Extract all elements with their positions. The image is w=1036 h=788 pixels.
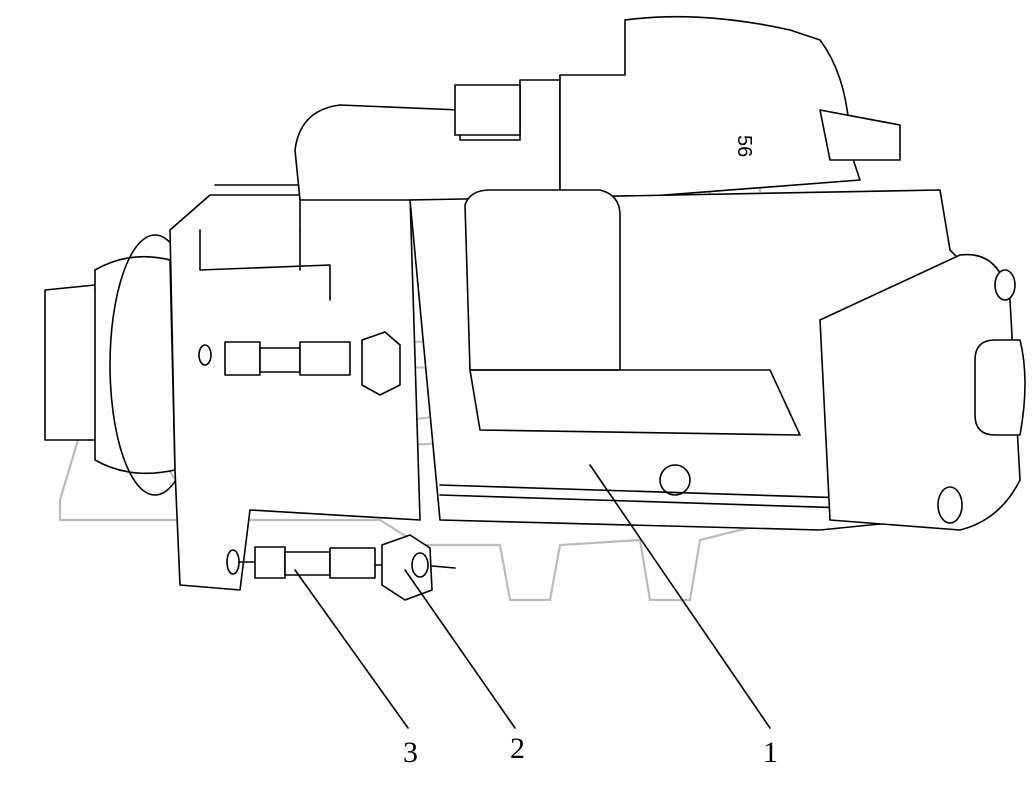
stud-upper xyxy=(198,331,401,396)
stud xyxy=(226,546,391,579)
housing-marking: 56 xyxy=(733,135,755,157)
nut xyxy=(381,534,456,601)
starter-motor: 56 xyxy=(44,15,1026,591)
callout-2: 2 xyxy=(510,732,525,765)
callout-3: 3 xyxy=(403,736,418,769)
callout-1: 1 xyxy=(763,736,778,769)
leader-lines xyxy=(294,464,771,729)
